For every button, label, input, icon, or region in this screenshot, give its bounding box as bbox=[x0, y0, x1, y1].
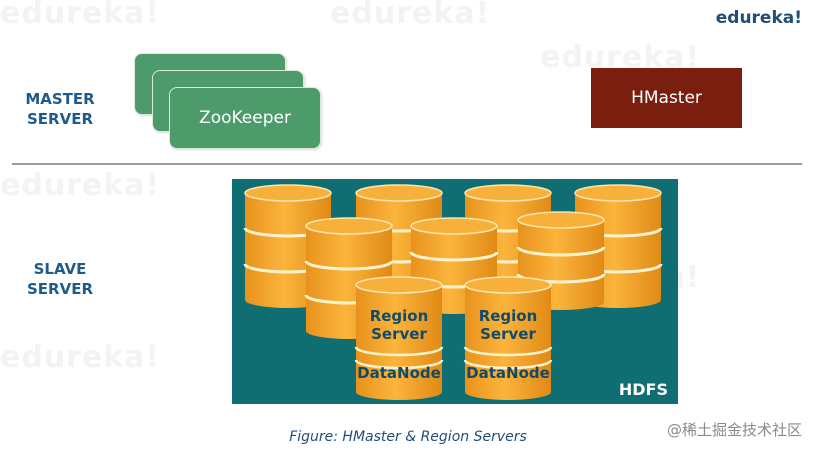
region-server-1-line-2: Server bbox=[371, 325, 427, 343]
datanode-1-label: DataNode bbox=[357, 364, 441, 382]
master-label-line-2: SERVER bbox=[26, 110, 93, 128]
cylinder-layer bbox=[243, 184, 663, 400]
hdfs-label: HDFS bbox=[618, 380, 668, 399]
hdfs-cluster: Region Server DataNode Region Server Dat… bbox=[232, 179, 678, 404]
zookeeper-node: ZooKeeper bbox=[169, 87, 321, 149]
slave-server-label: SLAVE SERVER bbox=[14, 259, 106, 299]
divider bbox=[12, 163, 802, 165]
datanode-2-label: DataNode bbox=[466, 364, 550, 382]
figure-caption: Figure: HMaster & Region Servers bbox=[289, 429, 527, 445]
source-watermark: @稀土掘金技术社区 bbox=[666, 421, 802, 439]
region-server-cylinder bbox=[354, 276, 444, 400]
region-server-1-line-1: Region bbox=[370, 307, 429, 325]
region-server-2-line-1: Region bbox=[479, 307, 538, 325]
master-server-label: MASTER SERVER bbox=[14, 89, 106, 129]
slave-label-line-2: SERVER bbox=[26, 280, 93, 298]
slave-label-line-1: SLAVE bbox=[33, 260, 87, 278]
brand-logo: edureka! bbox=[715, 8, 802, 28]
watermark-4: edureka! bbox=[0, 168, 161, 203]
watermark-6: edureka! bbox=[0, 340, 161, 375]
master-label-line-1: MASTER bbox=[25, 90, 95, 108]
watermark-2: edureka! bbox=[330, 0, 491, 31]
region-server-cylinder bbox=[463, 276, 553, 400]
region-server-2-line-2: Server bbox=[480, 325, 536, 343]
cylinder-stack: Region Server DataNode Region Server Dat… bbox=[243, 184, 663, 400]
hmaster-node: HMaster bbox=[591, 68, 742, 128]
watermark-1: edureka! bbox=[0, 0, 161, 31]
